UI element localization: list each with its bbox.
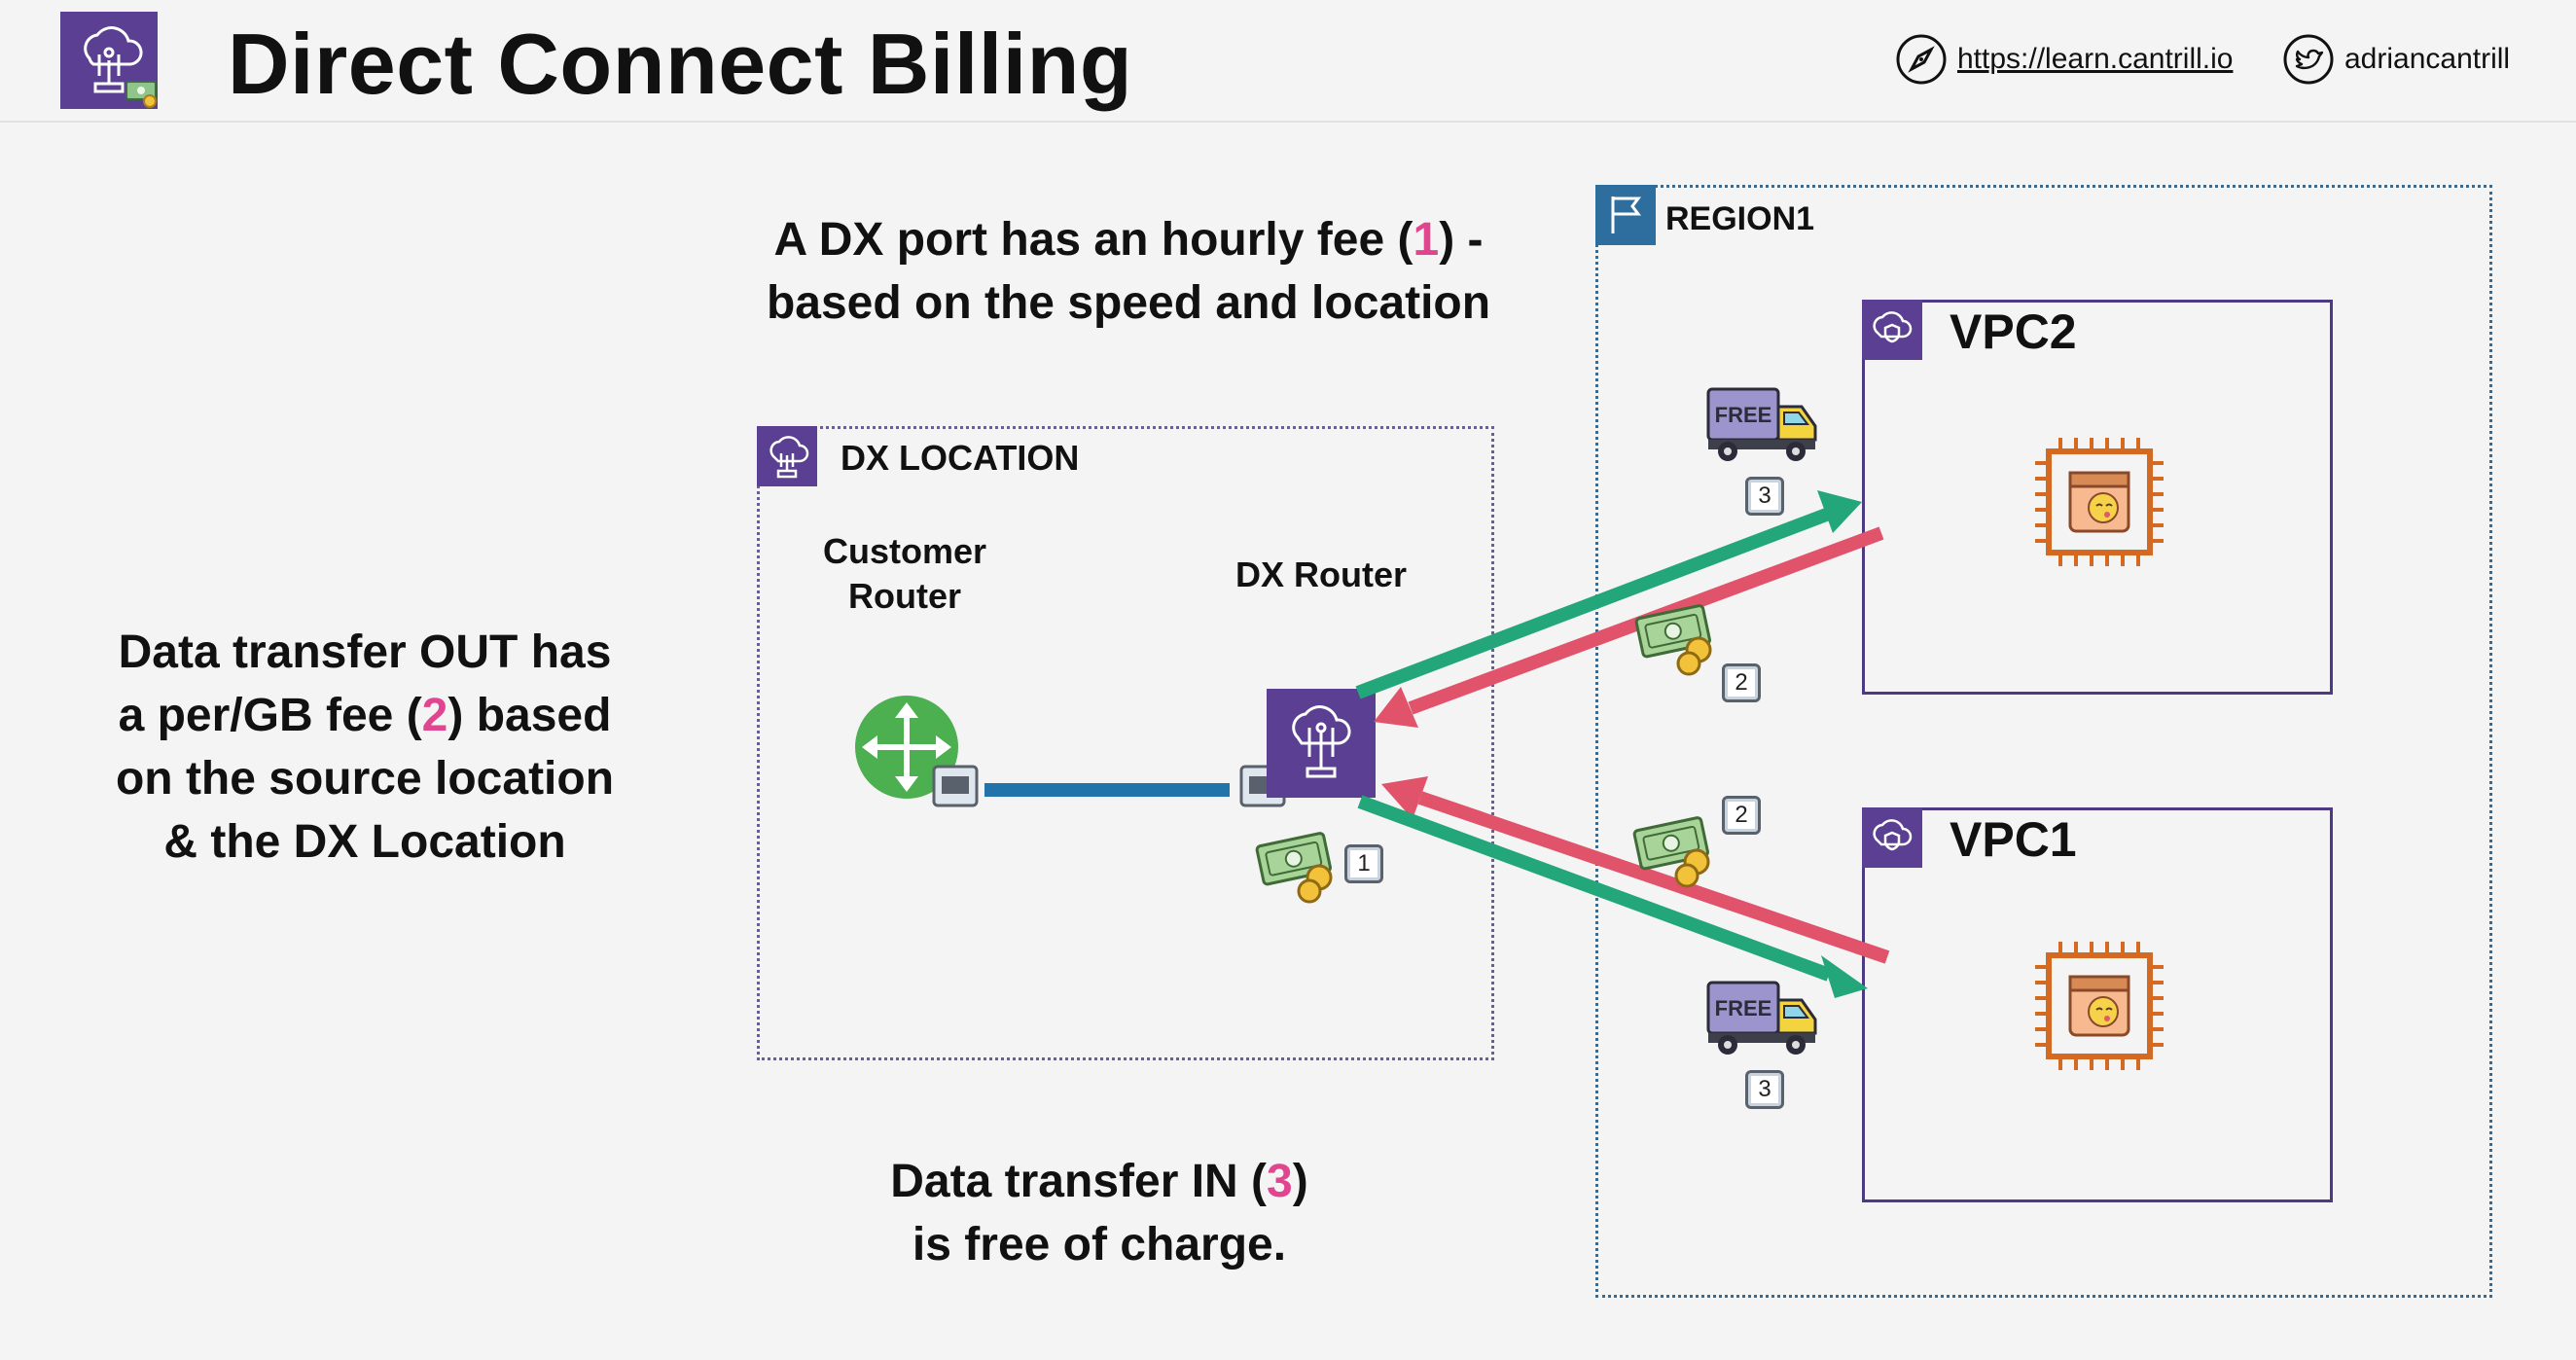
header-bar: Direct Connect Billing https://learn.can… bbox=[0, 0, 2576, 123]
dx-location-boundary bbox=[757, 426, 1494, 1060]
course-url-link[interactable]: https://learn.cantrill.io bbox=[1957, 43, 2234, 75]
customer-port-icon bbox=[932, 765, 979, 807]
badge-in-free-bottom: 3 bbox=[1745, 1070, 1784, 1109]
out-fee-number: 2 bbox=[421, 690, 448, 741]
out-fee-line2-a: a per/GB fee ( bbox=[118, 690, 422, 741]
in-fee-text: Data transfer IN (3) is free of charge. bbox=[759, 1150, 1440, 1276]
dx-location-icon bbox=[757, 426, 817, 486]
in-arrow-vpc2 bbox=[1355, 490, 1862, 699]
port-fee-number: 1 bbox=[1413, 214, 1440, 266]
badge-in-free-top: 3 bbox=[1745, 477, 1784, 516]
compass-icon bbox=[1896, 34, 1947, 85]
in-arrow-vpc1 bbox=[1357, 795, 1868, 998]
badge-out-fee-top: 2 bbox=[1722, 663, 1761, 702]
out-arrow-vpc1 bbox=[1381, 776, 1890, 964]
free-truck-icon-bottom: FREE bbox=[1706, 981, 1817, 1056]
in-fee-line1-b: ) bbox=[1292, 1156, 1308, 1207]
region-flag-icon bbox=[1595, 185, 1656, 245]
port-fee-line1-a: A DX port has an hourly fee ( bbox=[773, 214, 1413, 266]
vpc1-boundary bbox=[1862, 807, 2333, 1202]
customer-router-label: Customer Router bbox=[807, 529, 1002, 619]
region-boundary bbox=[1595, 185, 2492, 1298]
out-arrow-vpc2 bbox=[1374, 526, 1884, 728]
twitter-icon bbox=[2283, 34, 2334, 85]
out-fee-line2-b: ) based bbox=[447, 690, 612, 741]
customer-router-label-line2: Router bbox=[848, 576, 961, 616]
port-fee-line1-b: ) - bbox=[1439, 214, 1484, 266]
port-fee-money-icon bbox=[1254, 831, 1333, 904]
out-fee-money-icon-top bbox=[1633, 603, 1712, 676]
free-truck-icon-top: FREE bbox=[1706, 387, 1817, 463]
out-fee-line4: & the DX Location bbox=[163, 816, 566, 868]
badge-port-fee: 1 bbox=[1344, 844, 1383, 883]
in-fee-line1-a: Data transfer IN ( bbox=[890, 1156, 1268, 1207]
in-fee-line2: is free of charge. bbox=[912, 1219, 1287, 1271]
ec2-instance-vpc2-icon bbox=[2035, 438, 2164, 566]
direct-connect-logo-icon bbox=[60, 12, 158, 109]
port-fee-line2: based on the speed and location bbox=[766, 277, 1491, 329]
ec2-instance-vpc1-icon bbox=[2035, 942, 2164, 1070]
vpc2-label: VPC2 bbox=[1950, 304, 2077, 359]
truck-free-label-bottom: FREE bbox=[1715, 996, 1772, 1020]
out-fee-line1: Data transfer OUT has bbox=[118, 626, 612, 678]
port-fee-text: A DX port has an hourly fee (1) - based … bbox=[681, 208, 1576, 335]
vpc1-label: VPC1 bbox=[1950, 812, 2077, 867]
dx-router-label: DX Router bbox=[1234, 555, 1407, 594]
vpc2-boundary bbox=[1862, 300, 2333, 695]
out-fee-text: Data transfer OUT has a per/GB fee (2) b… bbox=[58, 621, 671, 874]
region-label: REGION1 bbox=[1665, 200, 1815, 237]
twitter-handle[interactable]: adriancantrill bbox=[2344, 43, 2511, 75]
badge-out-fee-bottom: 2 bbox=[1722, 796, 1761, 835]
vpc1-icon bbox=[1862, 807, 1922, 868]
dx-router-icon bbox=[1267, 689, 1376, 798]
dx-location-label: DX LOCATION bbox=[841, 438, 1080, 478]
vpc2-icon bbox=[1862, 300, 1922, 360]
in-fee-number: 3 bbox=[1267, 1156, 1293, 1207]
page-title: Direct Connect Billing bbox=[228, 16, 1133, 112]
customer-router-label-line1: Customer bbox=[822, 531, 987, 571]
out-fee-line3: on the source location bbox=[115, 753, 615, 805]
truck-free-label-top: FREE bbox=[1715, 403, 1772, 427]
